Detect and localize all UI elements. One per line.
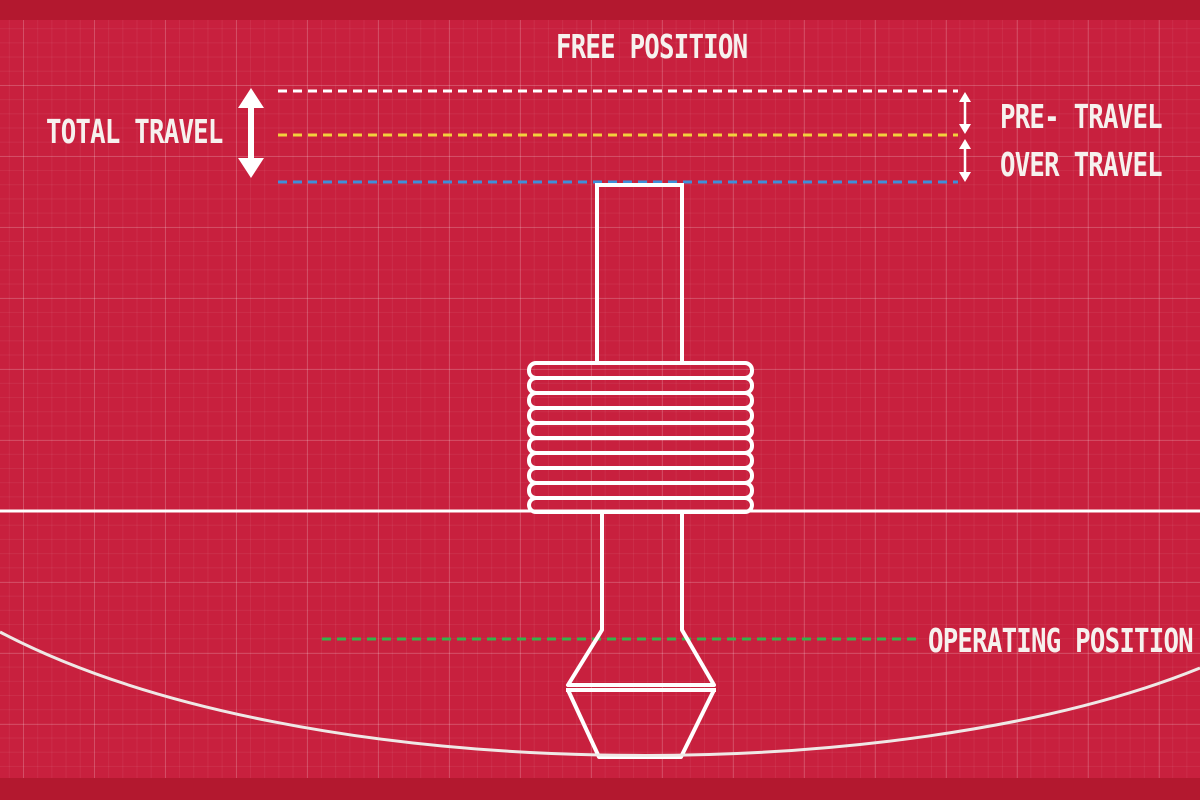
over-travel-arrow-icon	[959, 139, 971, 182]
free-position-label: FREE POSITION	[556, 27, 748, 66]
pre-travel-arrow-icon	[959, 92, 971, 134]
pre-travel-label: PRE- TRAVEL	[1000, 97, 1163, 136]
total-travel-arrow-icon	[238, 88, 264, 178]
lever-arc	[0, 630, 1200, 757]
total-travel-label: TOTAL TRAVEL	[46, 112, 223, 151]
top-band	[0, 0, 1200, 20]
bottom-band	[0, 778, 1200, 800]
plunger-lower	[566, 513, 716, 687]
plunger-upper	[595, 183, 684, 365]
spring-coil	[527, 361, 754, 514]
operating-position-label: OPERATING POSITION	[928, 621, 1194, 660]
actuator-head	[566, 688, 716, 759]
over-travel-label: OVER TRAVEL	[1000, 145, 1163, 184]
